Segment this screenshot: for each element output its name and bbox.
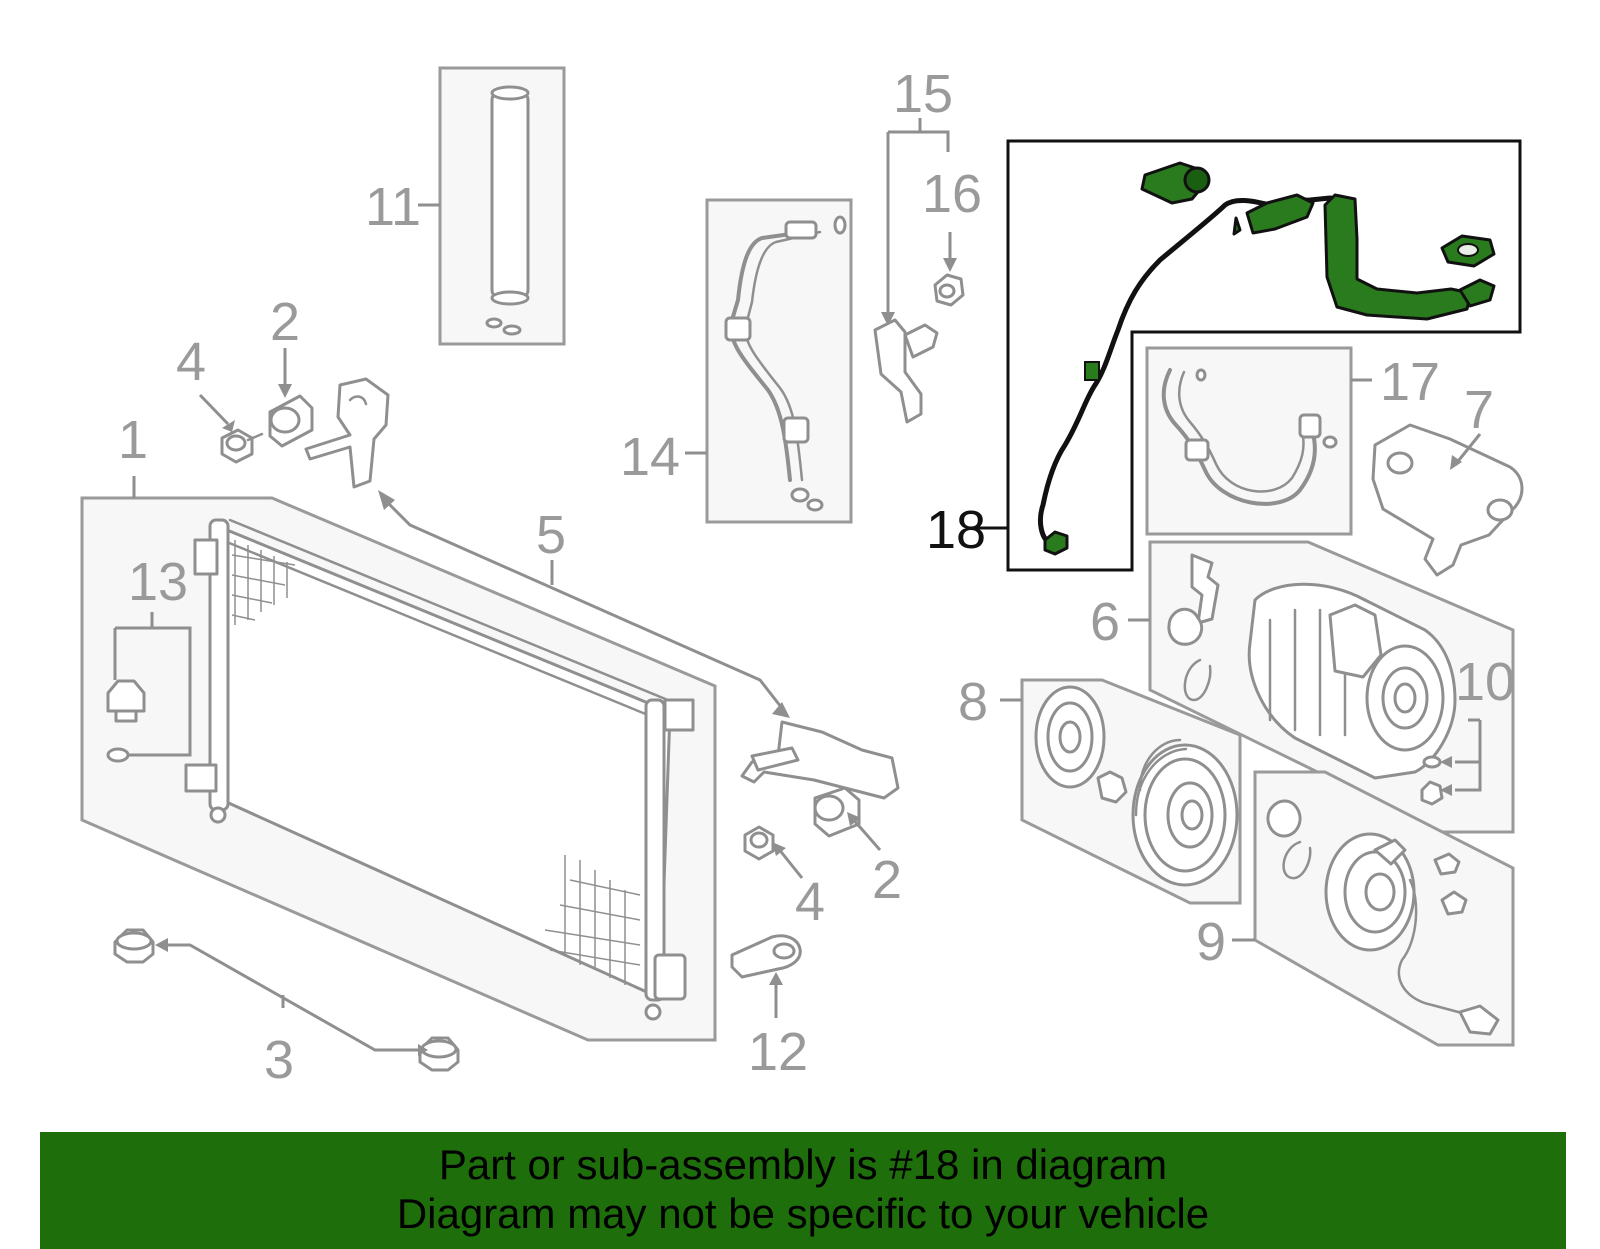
callout-2-lower: 2 bbox=[872, 850, 902, 910]
callout-15: 15 bbox=[893, 64, 953, 124]
callout-10: 10 bbox=[1455, 652, 1515, 712]
liquid-hose-panel bbox=[1145, 346, 1372, 536]
callout-7: 7 bbox=[1464, 380, 1494, 440]
clutch-pulley-panel bbox=[1000, 678, 1242, 905]
pipe-clamp bbox=[730, 934, 802, 1018]
compressor-bracket bbox=[1371, 423, 1524, 577]
callout-1: 1 bbox=[118, 410, 148, 470]
condenser-bracket bbox=[304, 377, 900, 800]
info-banner: Part or sub-assembly is #18 in diagram D… bbox=[40, 1132, 1566, 1249]
condenser-grommets bbox=[113, 928, 460, 1072]
receiver-dryer-panel bbox=[418, 66, 566, 346]
pipe-bracket-group bbox=[873, 118, 965, 424]
callout-12: 12 bbox=[748, 1022, 808, 1082]
callout-18: 18 bbox=[926, 500, 986, 560]
condenser-panel bbox=[80, 476, 717, 1042]
callout-11: 11 bbox=[365, 177, 421, 237]
callout-16: 16 bbox=[922, 164, 982, 224]
callout-14: 14 bbox=[620, 427, 680, 487]
banner-line-2: Diagram may not be specific to your vehi… bbox=[396, 1190, 1210, 1237]
callout-labels: 1 2 2 3 4 4 5 6 7 8 9 10 11 12 13 14 15 … bbox=[118, 64, 1515, 1090]
mount-hardware bbox=[198, 348, 882, 879]
callout-9: 9 bbox=[1196, 912, 1226, 972]
callout-4-lower: 4 bbox=[795, 872, 825, 932]
compressor-bolts bbox=[1420, 718, 1482, 806]
callout-13: 13 bbox=[128, 552, 188, 612]
banner-line-1: Part or sub-assembly is #18 in diagram bbox=[438, 1141, 1168, 1188]
callout-6: 6 bbox=[1090, 592, 1120, 652]
callout-17: 17 bbox=[1380, 352, 1440, 412]
callout-2-upper: 2 bbox=[270, 292, 300, 352]
callout-8: 8 bbox=[958, 672, 988, 732]
callout-4-upper: 4 bbox=[176, 332, 206, 392]
suction-hose-panel bbox=[968, 139, 1522, 572]
compressor-panel bbox=[1128, 540, 1515, 834]
callout-3: 3 bbox=[264, 1030, 294, 1090]
discharge-hose-panel bbox=[685, 198, 853, 524]
callout-5: 5 bbox=[536, 505, 566, 565]
field-coil-panel bbox=[1232, 770, 1515, 1047]
